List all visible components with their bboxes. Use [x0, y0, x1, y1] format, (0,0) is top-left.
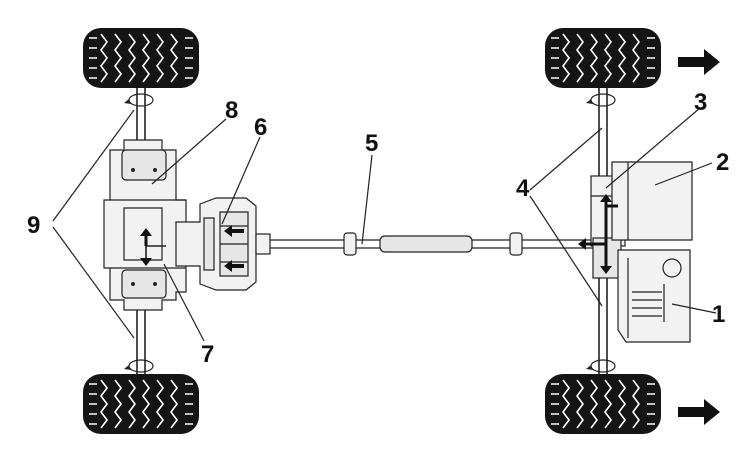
torque-flow-arrow-icon — [224, 225, 244, 237]
callout-4: 4 — [516, 175, 530, 202]
rotation-arrow-icon — [590, 359, 616, 373]
torque-flow-arrow-icon — [140, 228, 166, 266]
leader-lines — [52, 107, 717, 342]
rotation-arrow-icon — [590, 93, 616, 107]
callout-9: 9 — [27, 212, 40, 239]
right-arrow-icon — [678, 49, 720, 75]
rotation-arrow-icon — [128, 93, 154, 107]
propeller-shaft — [270, 232, 600, 256]
callout-5: 5 — [365, 130, 378, 157]
front-right-tire — [544, 373, 662, 435]
callout-6: 6 — [254, 114, 267, 141]
rear-drive-coupling — [175, 197, 271, 291]
callout-7: 7 — [201, 341, 214, 368]
callout-2: 2 — [716, 149, 729, 176]
engine — [611, 161, 693, 241]
callout-8: 8 — [225, 97, 238, 124]
torque-flow-arrow-icon — [224, 260, 244, 272]
rotation-arrow-icon — [128, 359, 154, 373]
rear-left-tire — [82, 27, 200, 89]
callout-3: 3 — [694, 89, 707, 116]
front-left-tire — [544, 27, 662, 89]
transmission — [617, 249, 691, 343]
right-arrow-icon — [678, 399, 720, 425]
torque-flow-arrow-icon — [578, 194, 618, 274]
callout-1: 1 — [712, 301, 725, 328]
rear-right-tire — [82, 373, 200, 435]
